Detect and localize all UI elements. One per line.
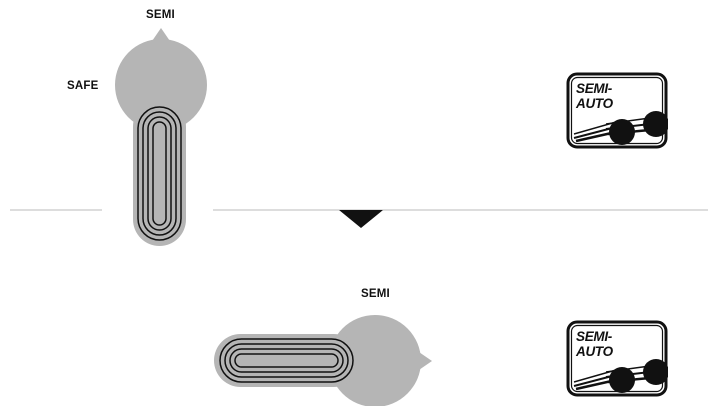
label-semi-top: SEMI	[146, 9, 175, 21]
badge-line1: SEMI-	[576, 81, 613, 96]
badge-line1: SEMI-	[576, 329, 613, 344]
lever-grip-ridges	[219, 338, 354, 383]
semi-auto-badge-top: SEMI- AUTO	[566, 72, 668, 149]
bullets-icon	[573, 359, 668, 393]
lever-grip-ridges	[137, 106, 182, 241]
label-safe: SAFE	[67, 80, 99, 92]
label-semi-bottom: SEMI	[361, 288, 390, 300]
semi-auto-badge-bottom: SEMI- AUTO	[566, 320, 668, 397]
down-arrow-icon	[339, 210, 383, 228]
badge-line2: AUTO	[576, 344, 613, 359]
lever-body	[214, 315, 432, 406]
badge-line2: AUTO	[576, 96, 613, 111]
bullets-icon	[573, 111, 668, 145]
lever-body	[115, 28, 207, 246]
